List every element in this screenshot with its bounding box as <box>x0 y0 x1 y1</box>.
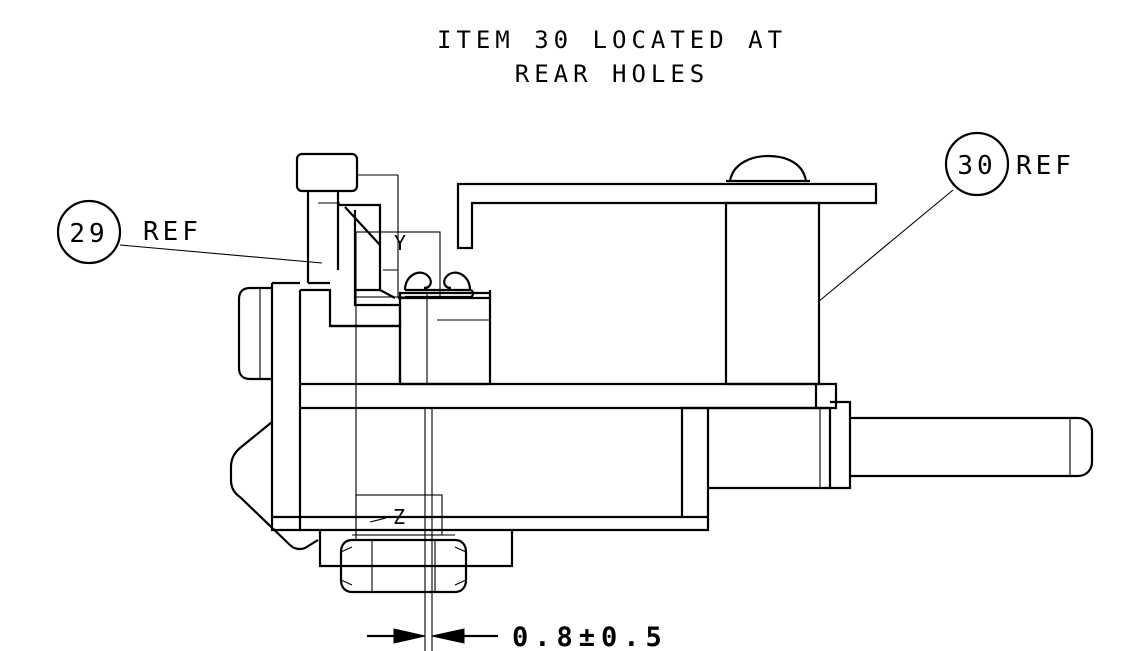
note-line-1: ITEM 30 LOCATED AT <box>437 26 787 54</box>
leader-line-30 <box>817 189 954 303</box>
callout-29-ref: REF <box>143 217 202 247</box>
callout-29: 29 REF <box>56 199 323 265</box>
upper-housing <box>398 291 492 386</box>
leader-line-29 <box>119 244 323 264</box>
detail-label-z: Z <box>393 505 405 529</box>
dome-screw-head <box>728 154 808 182</box>
dimension-arrow-left <box>393 628 426 644</box>
clip-inner <box>344 206 381 290</box>
wire-clip-base <box>379 289 492 300</box>
lower-plate-step <box>814 384 852 490</box>
dimension-gap: 0.8±0.5 <box>367 622 668 651</box>
dimension-value: 0.8±0.5 <box>512 622 668 651</box>
z-leader <box>369 517 387 523</box>
lower-mount <box>318 530 514 568</box>
left-side-plate <box>270 281 300 532</box>
shaft <box>850 416 1094 478</box>
detail-label-y: Y <box>394 231 406 255</box>
drawing-note: ITEM 30 LOCATED AT REAR HOLES <box>437 26 787 88</box>
clip-bracket <box>330 203 402 328</box>
left-bottom-bracket <box>229 421 319 551</box>
note-line-2: REAR HOLES <box>515 60 710 88</box>
left-knob <box>237 286 272 381</box>
vertical-strap <box>357 174 399 298</box>
main-body-right-block <box>708 406 832 490</box>
screw-29-shank <box>306 191 340 285</box>
callout-30-ref: REF <box>1016 151 1075 181</box>
spacer-block <box>724 201 821 386</box>
screw-29-head <box>295 152 359 193</box>
callout-29-number: 29 <box>69 219 108 249</box>
top-bracket <box>456 182 878 250</box>
lower-plate <box>300 382 838 410</box>
callout-30-number: 30 <box>957 151 996 181</box>
hex-nut <box>339 538 468 594</box>
assembly-drawing: Y Z <box>229 152 1094 651</box>
hex-nut-chamfer <box>340 546 467 586</box>
callout-30: 30 REF <box>817 131 1075 303</box>
dimension-arrow-right <box>431 628 465 644</box>
